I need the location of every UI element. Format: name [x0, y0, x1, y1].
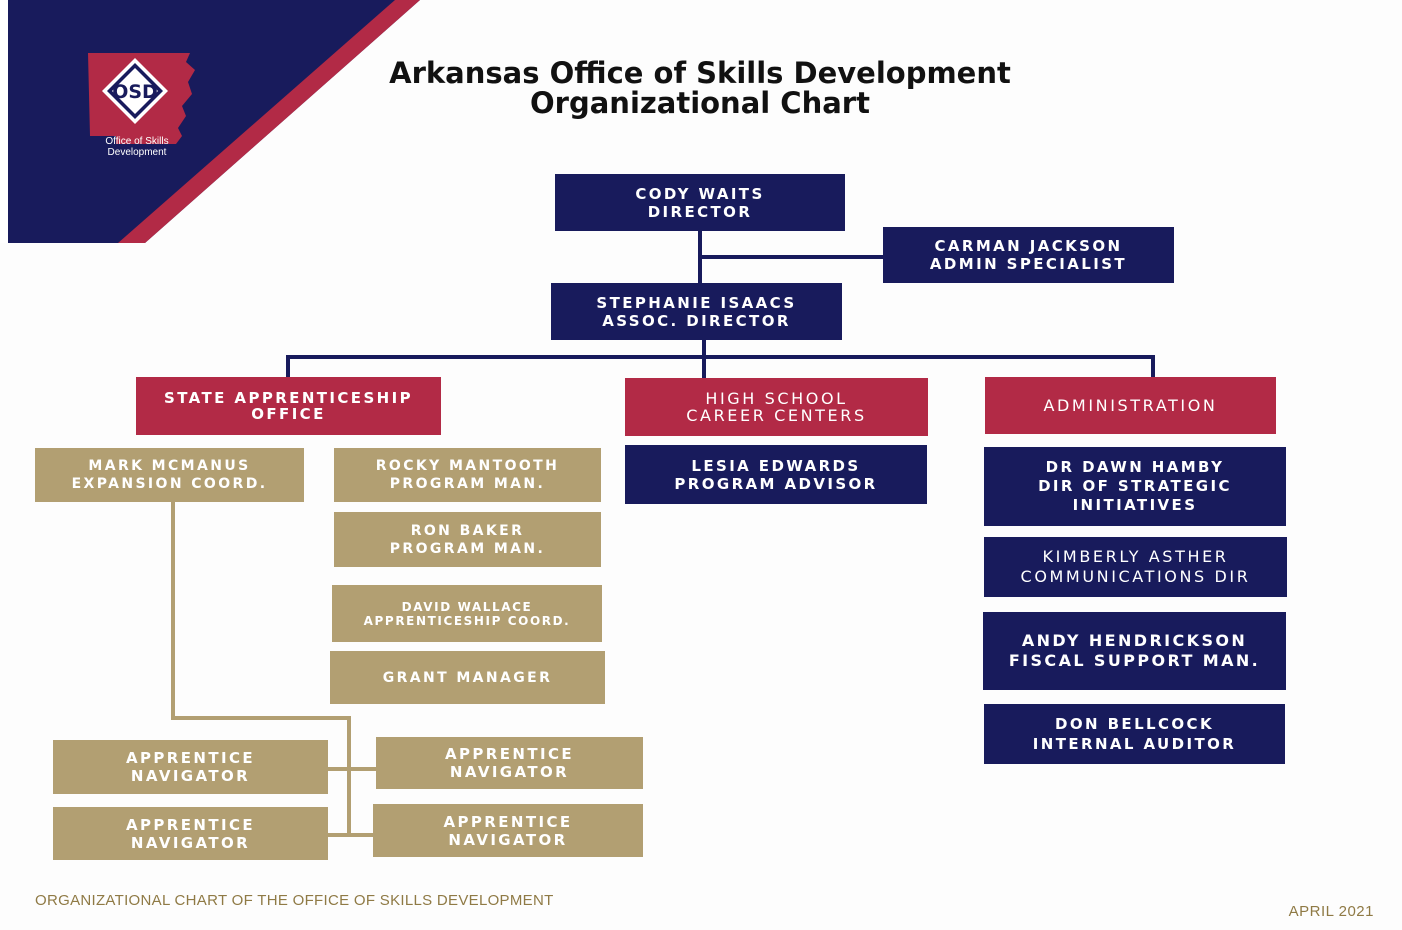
- node-don-bellcock: Don BellcockInternal Auditor: [984, 704, 1285, 764]
- osd-logo: OSD: [88, 53, 195, 144]
- logo-abbr: OSD: [112, 81, 158, 103]
- page-subtitle: Organizational Chart: [530, 86, 870, 120]
- node-mark-mcmanus: Mark McManusExpansion Coord.: [35, 448, 304, 502]
- node-admin-specialist: Carman JacksonAdmin Specialist: [883, 227, 1174, 283]
- node-grant-manager: Grant Manager: [330, 651, 605, 704]
- dept-state-apprenticeship: State ApprenticeshipOffice: [136, 377, 441, 435]
- node-apprentice-navigator: ApprenticeNavigator: [373, 804, 643, 857]
- node-lesia-edwards: Lesia EdwardsProgram Advisor: [625, 445, 927, 504]
- dept-administration: Administration: [985, 377, 1276, 434]
- footer-caption: ORGANIZATIONAL CHART OF THE OFFICE OF SK…: [35, 892, 554, 909]
- node-apprentice-navigator: ApprenticeNavigator: [53, 807, 328, 860]
- node-rocky-mantooth: Rocky MantoothProgram Man.: [334, 448, 601, 502]
- node-kimberly-asther: Kimberly AstherCommunications Dir: [984, 537, 1287, 597]
- page-title: Arkansas Office of Skills Development: [389, 56, 1011, 90]
- node-andy-hendrickson: Andy HendricksonFiscal Support Man.: [983, 612, 1286, 690]
- node-david-wallace: David WallaceApprenticeship Coord.: [332, 585, 602, 642]
- node-dawn-hamby: Dr Dawn HambyDir of StrategicInitiatives: [984, 447, 1286, 526]
- node-apprentice-navigator: ApprenticeNavigator: [376, 737, 643, 789]
- dept-high-school: High SchoolCareer Centers: [625, 378, 928, 436]
- node-apprentice-navigator: ApprenticeNavigator: [53, 740, 328, 794]
- node-director: Cody WaitsDirector: [555, 174, 845, 231]
- node-ron-baker: Ron BakerProgram Man.: [334, 512, 601, 567]
- logo-caption: Office of Skills Development: [105, 136, 169, 158]
- node-assoc-director: Stephanie IsaacsAssoc. Director: [551, 283, 842, 340]
- footer-date: APRIL 2021: [1288, 903, 1374, 920]
